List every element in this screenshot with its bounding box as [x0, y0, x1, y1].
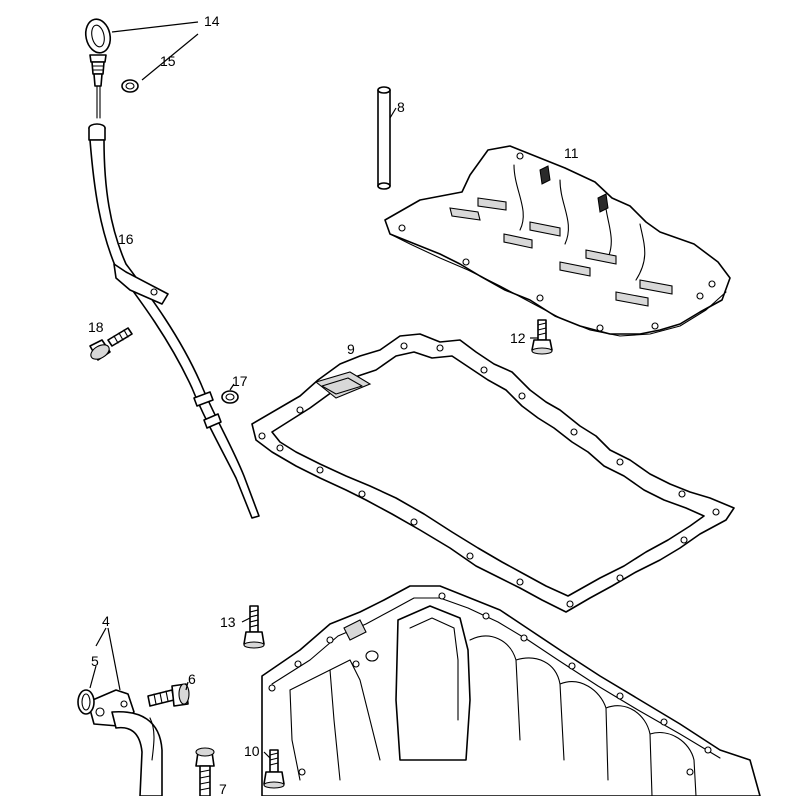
leader-15 [141, 33, 199, 81]
leader-6 [185, 681, 189, 691]
callout-9: 9 [347, 341, 355, 357]
callout-14: 14 [204, 13, 220, 29]
callout-10: 10 [244, 743, 260, 759]
leader-lines [89, 21, 538, 759]
callout-12: 12 [510, 330, 526, 346]
bolt-6 [147, 683, 190, 707]
callout-16: 16 [118, 231, 134, 247]
bolt-12 [531, 319, 553, 355]
o-ring-17 [221, 390, 239, 404]
oil-pickup-pipe-4 [87, 689, 163, 796]
baffle-plate-11 [384, 145, 731, 337]
o-ring-15 [121, 79, 139, 93]
leader-4a [95, 627, 107, 647]
bolt-18 [89, 327, 133, 361]
bolt-10 [263, 749, 285, 789]
gasket-9 [251, 333, 735, 613]
leader-5 [89, 665, 97, 689]
leader-10 [263, 751, 271, 759]
bolt-13 [243, 605, 265, 649]
callout-17: 17 [232, 373, 248, 389]
callout-8: 8 [397, 99, 405, 115]
callout-11: 11 [564, 145, 579, 161]
leader-8 [389, 107, 397, 119]
leader-17 [229, 383, 235, 391]
o-ring-5 [77, 689, 95, 715]
oil-pan [261, 585, 761, 796]
dipstick-tube [89, 139, 260, 519]
callout-4: 4 [102, 613, 110, 629]
bolt-7 [195, 747, 215, 796]
callout-6: 6 [188, 671, 196, 687]
dowel-pin-8 [377, 86, 391, 190]
callout-15: 15 [160, 53, 176, 69]
leader-4b [107, 627, 121, 691]
callout-7: 7 [219, 781, 227, 796]
leader-14 [111, 21, 199, 33]
callout-18: 18 [88, 319, 104, 335]
callout-5: 5 [91, 653, 99, 669]
callout-labels: 14 15 8 11 16 18 12 9 17 4 13 5 6 10 7 [88, 13, 579, 796]
callout-13: 13 [220, 614, 236, 630]
dipstick-assembly [84, 18, 112, 141]
leader-13 [241, 617, 251, 623]
